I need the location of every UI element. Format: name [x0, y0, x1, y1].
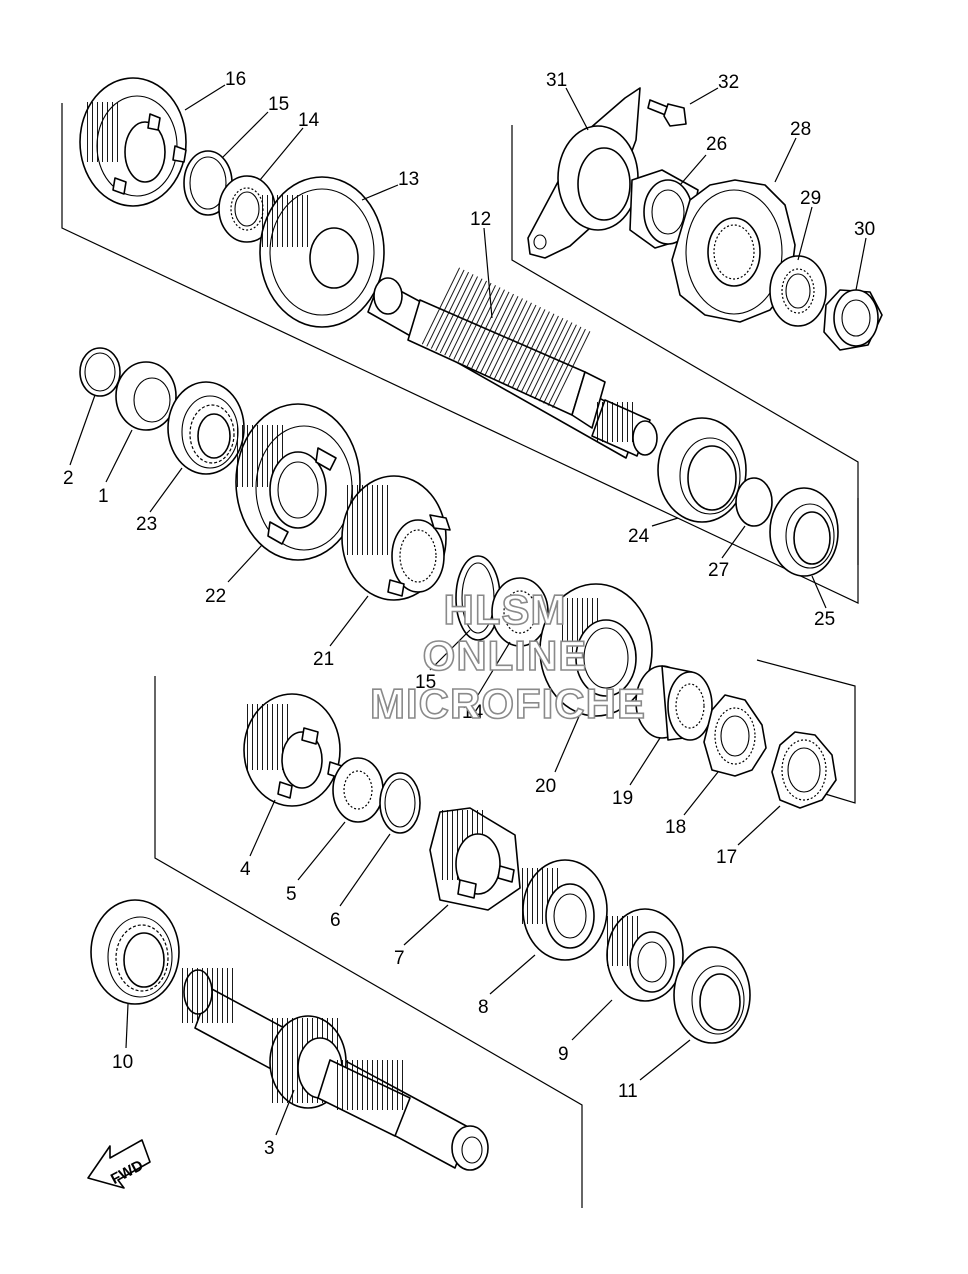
callout-12: 12	[470, 209, 491, 230]
gear-22	[235, 403, 361, 561]
leader-lines	[69, 84, 867, 1136]
callout-22: 22	[205, 586, 226, 607]
drive-axle-3	[180, 968, 489, 1171]
callout-11: 11	[618, 1081, 638, 1102]
watermark-line-1: HLSM	[444, 586, 567, 633]
bushing-19	[635, 665, 713, 741]
callout-2: 2	[63, 468, 74, 489]
bearing-11	[673, 946, 751, 1044]
gear-8	[522, 859, 608, 961]
gear-4	[243, 693, 343, 807]
bearing-10	[90, 899, 180, 1005]
watermark-line-2: ONLINE	[423, 632, 588, 679]
callout-6: 6	[330, 910, 341, 931]
bearing-24	[657, 417, 747, 523]
gear-9	[604, 908, 684, 1002]
callout-24: 24	[628, 526, 650, 547]
main-axle-12	[367, 266, 658, 459]
nut-30	[823, 289, 883, 351]
gear-21	[341, 475, 451, 601]
callout-29: 29	[800, 188, 821, 209]
callout-31: 31	[546, 70, 567, 91]
callout-27: 27	[708, 560, 729, 581]
callout-32: 32	[718, 72, 739, 93]
washer-5	[332, 757, 384, 823]
gear-16	[79, 77, 187, 207]
callout-9: 9	[558, 1044, 569, 1065]
callout-13: 13	[398, 169, 419, 190]
callout-17: 17	[716, 847, 737, 868]
circlip-6	[379, 772, 421, 834]
bracket-31	[527, 87, 641, 259]
bearing-23	[167, 381, 245, 475]
callout-numbers: 16 15 14 13 12 31 32 26 28 29 30 2 1 23 …	[63, 69, 875, 1159]
callout-3: 3	[264, 1138, 275, 1159]
washer-17	[771, 731, 837, 809]
callout-7: 7	[394, 948, 405, 969]
callout-10: 10	[112, 1052, 133, 1073]
collar-1	[115, 361, 177, 431]
group-frames	[61, 103, 859, 1208]
fwd-arrow-icon: FWD	[87, 1139, 151, 1189]
callout-15-lower: 15	[415, 672, 436, 693]
watermark-line-3: MICROFICHE	[370, 680, 646, 727]
callout-25: 25	[814, 609, 835, 630]
callout-23: 23	[136, 514, 157, 535]
watermark: HLSM ONLINE MICROFICHE	[369, 585, 646, 728]
callout-14: 14	[298, 110, 320, 131]
callout-14-lower: 14	[462, 702, 484, 723]
callout-26: 26	[706, 134, 727, 155]
sprocket-28	[671, 179, 796, 323]
callout-21: 21	[313, 649, 334, 670]
callout-16: 16	[225, 69, 246, 90]
gear-7	[429, 807, 521, 911]
callout-15: 15	[268, 94, 289, 115]
callout-20: 20	[535, 776, 556, 797]
washer-14-b	[491, 577, 549, 647]
callout-19: 19	[612, 788, 633, 809]
callout-5: 5	[286, 884, 297, 905]
gear-20	[539, 583, 653, 717]
lockwasher-29	[769, 255, 827, 327]
callout-30: 30	[854, 219, 875, 240]
oil-seal-25	[769, 487, 839, 577]
bolt-32	[647, 99, 687, 127]
circlip-2	[79, 347, 121, 397]
o-ring-27	[735, 477, 773, 527]
callout-28: 28	[790, 119, 811, 140]
callout-4: 4	[240, 859, 251, 880]
gear-13	[259, 176, 385, 328]
callout-18: 18	[665, 817, 686, 838]
washer-18	[703, 694, 767, 777]
callout-1: 1	[98, 486, 109, 507]
callout-8: 8	[478, 997, 489, 1018]
